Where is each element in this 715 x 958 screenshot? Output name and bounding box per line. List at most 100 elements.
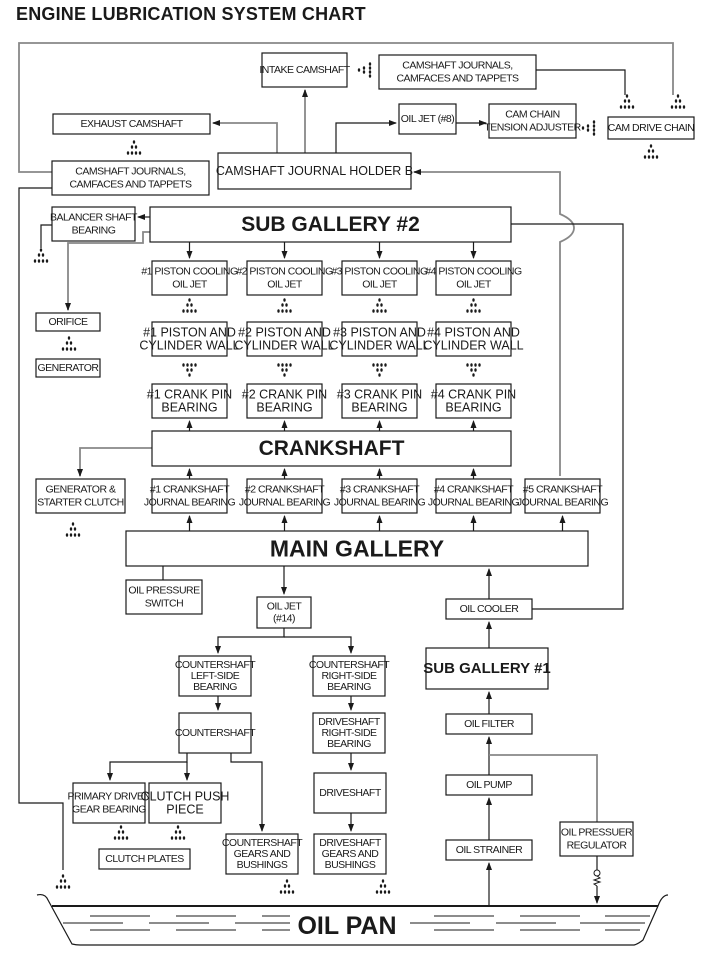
countershaft-right-bearing-box-frame <box>312 655 386 697</box>
oil-jet-8-box: OIL JET (#8) <box>398 103 457 135</box>
crank-pin-bearing-box-2-label: #2 CRANK PIN <box>242 388 327 402</box>
orifice-box-label: ORIFICE <box>48 316 88 328</box>
sub-gallery-2-box: SUB GALLERY #2 <box>149 206 512 243</box>
piston-cylinder-wall-box-1-frame <box>151 321 228 357</box>
balancer-shaft-bearing-box-label: BEARING <box>72 225 116 237</box>
crankshaft-to-generator-clutch-line <box>77 447 152 477</box>
oil-pressure-switch-box-label: SWITCH <box>145 598 183 610</box>
oil-cooler-box-frame <box>445 598 533 620</box>
crank-pin-bearing-box-3-frame <box>341 383 418 419</box>
countershaft-gears-bushings-box-label: BUSHINGS <box>237 859 288 871</box>
camshaft-journals-top-box-label: CAMSHAFT JOURNALS, <box>402 60 512 72</box>
oil-drops-icon <box>170 825 186 840</box>
oil-jet-14-box-frame <box>256 596 312 629</box>
driveshaft-gears-bushings-box-label: BUSHINGS <box>325 859 376 871</box>
driveshaft-right-bearing-box-label: DRIVESHAFT <box>318 716 381 728</box>
oil-drops-icon <box>466 298 481 313</box>
chart-title: ENGINE LUBRICATION SYSTEM CHART <box>16 4 366 24</box>
camshaft-journals-top-box: CAMSHAFT JOURNALS,CAMFACES AND TAPPETS <box>378 54 537 90</box>
camshaft-journals-left-box-frame <box>51 160 210 196</box>
countershaft-left-bearing-box-frame <box>178 655 252 697</box>
generator-box-frame <box>35 358 101 378</box>
orifice-box-frame <box>35 312 101 332</box>
oil-cooler-box-label: OIL COOLER <box>460 603 520 615</box>
camshaft-journals-top-box-label: CAMFACES AND TAPPETS <box>396 73 519 85</box>
piston-cylinder-wall-box-4-frame <box>435 321 512 357</box>
oil-drops-icon <box>126 140 142 155</box>
oil-pressure-regulator-box-frame <box>559 821 634 857</box>
camshaft-journals-left-box-label: CAMSHAFT JOURNALS, <box>75 166 185 178</box>
crank-pin-bearing-box-1-frame <box>151 383 228 419</box>
holder-to-oiljet8-line <box>335 120 397 153</box>
countershaft-box: COUNTERSHAFT <box>175 712 257 754</box>
oil-pan-outline <box>36 893 669 946</box>
crankshaft-journal-bearing-box-3-frame <box>341 478 418 514</box>
subgallery2-to-orifice-line <box>65 231 150 311</box>
piston-cooling-jet-box-3-label: #3 PISTON COOLING <box>331 266 428 278</box>
main-gallery-box-frame <box>125 530 589 567</box>
cam-drive-chain-box-frame <box>607 116 695 140</box>
countershaft-right-bearing-box-label: BEARING <box>327 681 371 693</box>
oil-drops-icon <box>643 144 659 159</box>
cam-chain-tension-adjuster-box-frame <box>488 103 577 139</box>
crank-pin-bearing-box-1-label: #1 CRANK PIN <box>147 388 232 402</box>
oiljet14-to-cs-right-line <box>284 636 354 654</box>
sub-gallery-1-box-label: SUB GALLERY #1 <box>423 660 551 677</box>
piston-cylinder-wall-box-1-label: CYLINDER WALL <box>139 339 239 353</box>
crankshaft-journal-bearing-box-4-label: JOURNAL BEARING <box>428 497 520 509</box>
crankshaft-journal-bearing-box-4-frame <box>435 478 512 514</box>
crankshaft-box-frame <box>151 430 512 467</box>
camshaft-journal-holder-b-box: CAMSHAFT JOURNAL HOLDER B <box>216 152 413 190</box>
piston-cylinder-wall-box-2-frame <box>246 321 323 357</box>
crank-pin-bearing-box-3-label: #3 CRANK PIN <box>337 388 422 402</box>
crank-pin-bearing-box-3-label: BEARING <box>351 401 407 415</box>
generator-starter-clutch-box-label: GENERATOR & <box>46 484 116 496</box>
cam-drive-chain-box: CAM DRIVE CHAIN <box>607 116 695 140</box>
main-gallery-box: MAIN GALLERY <box>125 530 589 567</box>
balancer-to-drops-line <box>40 224 52 248</box>
cam-chain-tension-adjuster-box-label: CAM CHAIN <box>505 109 559 121</box>
crankshaft-journal-bearing-box-3-label: #3 CRANKSHAFT <box>340 484 420 496</box>
driveshaft-box-frame <box>313 772 387 814</box>
relief-valve-icon <box>592 869 602 887</box>
countershaft-left-bearing-box-label: BEARING <box>193 681 237 693</box>
generator-starter-clutch-box-label: STARTER CLUTCH <box>37 497 124 509</box>
crankshaft-journal-bearing-box-4-label: #4 CRANKSHAFT <box>434 484 514 496</box>
crank-pin-bearing-box-2-label: BEARING <box>256 401 312 415</box>
piston-cooling-jet-box-1-frame <box>151 260 228 296</box>
oil-strainer-box: OIL STRAINER <box>445 839 533 861</box>
oil-pump-box-frame <box>445 774 533 796</box>
camshaft-journal-holder-b-box-label: CAMSHAFT JOURNAL HOLDER B <box>216 164 413 178</box>
camshaft-journals-left-box: CAMSHAFT JOURNALS,CAMFACES AND TAPPETS <box>51 160 210 196</box>
oil-drops-icon <box>619 94 635 109</box>
countershaft-left-bearing-box-label: LEFT-SIDE <box>191 670 240 682</box>
journal5-to-holderb-line <box>413 169 575 476</box>
piston-cylinder-wall-box-3-label: #3 PISTON AND <box>333 326 426 340</box>
oilcooler-to-subgallery2-line <box>511 223 624 610</box>
orifice-box: ORIFICE <box>35 312 101 332</box>
piston-cooling-jet-box-1-label: OIL JET <box>172 279 208 291</box>
crankshaft-journal-bearing-box-1-frame <box>151 478 228 514</box>
sub-gallery-2-box-label: SUB GALLERY #2 <box>241 213 420 236</box>
piston-cylinder-wall-box-2-label: #2 PISTON AND <box>238 326 331 340</box>
crank-pin-bearing-box-1-label: BEARING <box>161 401 217 415</box>
piston-cooling-jet-box-3-label: OIL JET <box>362 279 398 291</box>
piston-cylinder-wall-box-4-label: CYLINDER WALL <box>423 339 523 353</box>
exhaust-camshaft-box-frame <box>52 113 211 135</box>
crankshaft-journal-bearing-box-1-label: JOURNAL BEARING <box>144 497 236 509</box>
countershaft-right-bearing-box-label: COUNTERSHAFT <box>309 659 390 671</box>
